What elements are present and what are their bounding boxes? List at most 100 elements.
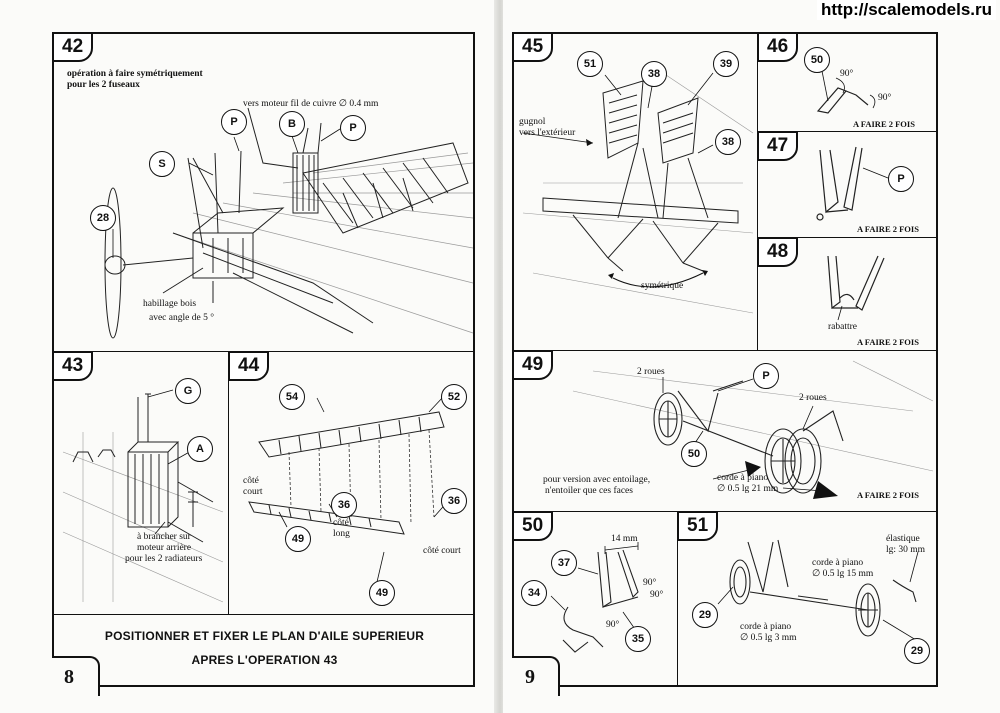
step-47-panel: 47 P A FAIRE 2 FOIS (757, 131, 938, 238)
piano-wire-15-line1: corde à piano (812, 558, 864, 568)
side-long-line2: long (333, 529, 350, 539)
callout-29: 29 (692, 602, 718, 628)
step-42-note: opération à faire symétriquement pour le… (67, 69, 203, 91)
landing-gear-drawing (572, 360, 934, 499)
repeat-note: A FAIRE 2 FOIS (853, 119, 915, 129)
wheels-note-1: 2 roues (637, 367, 665, 377)
step-43-panel: 43 G A à brancher sur moteur arrière p (52, 351, 229, 615)
callout-49: 49 (369, 580, 395, 606)
gugnol-note: gugnol vers l'extérieur (519, 117, 575, 139)
page-number-tab-right (512, 656, 560, 696)
engine-pod-drawing (104, 107, 474, 339)
symmetric-note: symétrique (641, 281, 684, 291)
piano-wire-15-line2: ∅ 0.5 lg 15 mm (812, 569, 874, 579)
piano-wire-note-15mm: corde à piano ∅ 0.5 lg 15 mm (812, 558, 873, 580)
callout-p: P (221, 109, 247, 135)
page-number-tab-left (52, 656, 100, 696)
callout-39: 39 (713, 51, 739, 77)
fold-note: rabattre (828, 322, 858, 332)
cabane-struts-drawing (522, 72, 754, 314)
callout-54: 54 (279, 384, 305, 410)
left-page: 42 (0, 0, 497, 713)
cover-note-line1: pour version avec entoilage, (543, 475, 651, 485)
side-long-note: côté long (333, 518, 350, 540)
repeat-note: A FAIRE 2 FOIS (857, 490, 919, 500)
step-51-number: 51 (678, 512, 719, 541)
side-long-line1: côté (333, 518, 349, 528)
piano-wire-3-line1: corde à piano (740, 622, 792, 632)
callout-p: P (340, 115, 366, 141)
step-44-number: 44 (229, 352, 270, 381)
callout-35: 35 (625, 626, 651, 652)
step-50-panel: 50 14 mm 90° 90° 90° 37 34 35 (512, 511, 678, 687)
callout-b: B (279, 111, 305, 137)
banner-line2: APRES L'OPERATION 43 (191, 653, 338, 667)
strut-assembly-drawing (816, 146, 889, 221)
callout-28: 28 (90, 205, 116, 231)
step-46-panel: 46 50 90° 90° A FAIRE 2 FOIS (757, 32, 938, 132)
callout-g: G (175, 378, 201, 404)
callout-p: P (753, 363, 779, 389)
callout-51: 51 (577, 51, 603, 77)
callout-38: 38 (715, 129, 741, 155)
step-43-note-line3: pour les 2 radiateurs (125, 554, 203, 564)
strut-bend-drawing (816, 70, 876, 114)
callout-36: 36 (441, 488, 467, 514)
page-number-left: 8 (64, 666, 74, 688)
angle-90-label: 90° (650, 590, 664, 600)
callout-50: 50 (804, 47, 830, 73)
side-short-note-2: côté court (423, 546, 461, 556)
repeat-note: A FAIRE 2 FOIS (857, 224, 919, 234)
side-short-note: côté court (243, 476, 263, 498)
callout-29: 29 (904, 638, 930, 664)
step-51-panel: 51 29 29 élastique lg: 30 mm (677, 511, 938, 687)
radiator-drawing (62, 389, 224, 603)
strut-fold-drawing (827, 255, 885, 321)
cover-note-line2: n'entoiler que ces faces (545, 486, 633, 496)
repeat-note: A FAIRE 2 FOIS (857, 337, 919, 347)
step-42-note-line2: pour les 2 fuseaux (67, 80, 140, 90)
cover-note: pour version avec entoilage, n'entoiler … (543, 475, 650, 497)
wood-note-line2: avec angle de 5 ° (149, 313, 214, 323)
side-short-line1: côté (243, 476, 259, 486)
angle-90-label: 90° (878, 93, 892, 103)
callout-a: A (187, 436, 213, 462)
callout-34: 34 (521, 580, 547, 606)
step-46-number: 46 (758, 33, 799, 62)
step-50-number: 50 (513, 512, 554, 541)
wheels-note-2: 2 roues (799, 393, 827, 403)
step-42-number: 42 (53, 33, 94, 62)
angle-90-label: 90° (840, 69, 854, 79)
step-42-note-line1: opération à faire symétriquement (67, 69, 203, 79)
wire-note: vers moteur fil de cuivre ∅ 0.4 mm (243, 99, 379, 109)
elastic-note-line1: élastique (886, 534, 920, 544)
step-49-number: 49 (513, 351, 554, 380)
callout-38: 38 (641, 61, 667, 87)
piano-wire-3-line2: ∅ 0.5 lg 3 mm (740, 633, 797, 643)
step-42-panel: 42 (52, 32, 475, 352)
step-45-panel: 45 51 38 39 (512, 32, 758, 351)
gugnol-line2: vers l'extérieur (519, 128, 576, 138)
callout-49: 49 (285, 526, 311, 552)
upper-wing-drawing (248, 395, 450, 583)
gugnol-line1: gugnol (519, 117, 546, 127)
step-48-panel: 48 rabattre A FAIRE 2 FOIS (757, 237, 938, 351)
step-43-number: 43 (53, 352, 94, 381)
banner-line1: POSITIONNER ET FIXER LE PLAN D'AILE SUPE… (104, 629, 425, 643)
wood-note: habillage bois avec angle de 5 ° (143, 299, 214, 324)
page-number-right: 9 (525, 666, 535, 688)
callout-52: 52 (441, 384, 467, 410)
watermark-url[interactable]: http://scalemodels.ru (817, 0, 996, 20)
step-44-panel: 44 54 52 36 36 49 49 (228, 351, 475, 615)
step-43-note-line2: moteur arrière (137, 543, 192, 553)
instruction-banner: POSITIONNER ET FIXER LE PLAN D'AILE SUPE… (52, 614, 475, 687)
piano-wire-line2: ∅ 0.5 lg 21 mm (717, 484, 779, 494)
callout-p: P (888, 166, 914, 192)
step-47-number: 47 (758, 132, 799, 161)
dimension-14mm: 14 mm (611, 534, 638, 544)
right-page: 45 51 38 39 (503, 0, 1000, 713)
elastic-note: élastique lg: 30 mm (886, 534, 925, 556)
piano-wire-note: corde à piano ∅ 0.5 lg 21 mm (717, 473, 778, 495)
side-short-line2: court (243, 487, 263, 497)
step-48-number: 48 (758, 238, 799, 267)
